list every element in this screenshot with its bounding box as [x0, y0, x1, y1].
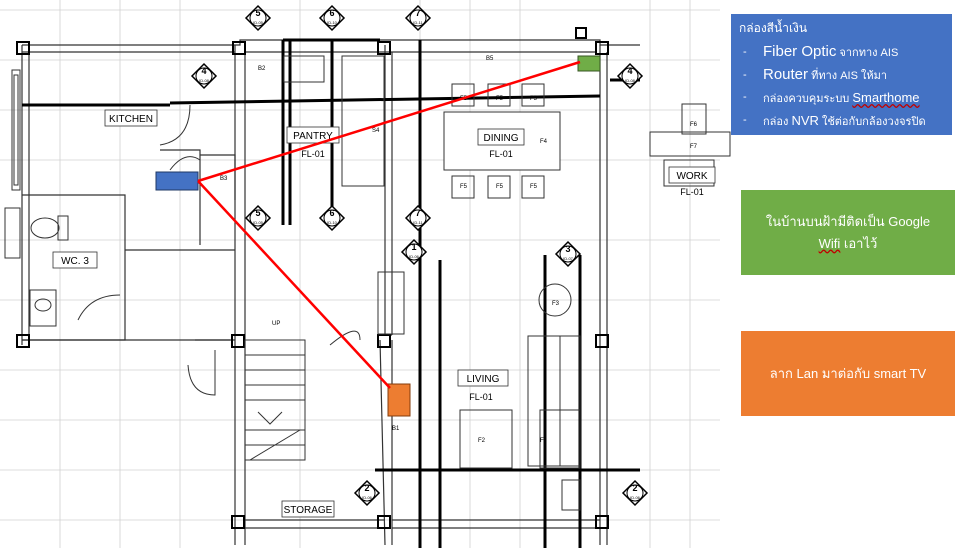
tag-up: UP	[272, 321, 280, 327]
marker-5-top: 5 ID-05	[244, 4, 272, 32]
kitchen-counter	[11, 55, 385, 191]
list-item: กล่อง NVR ใช้ต่อกับกล้องวงจรปิด	[739, 110, 944, 133]
svg-text:ID-06: ID-06	[409, 254, 420, 259]
orange-note-suffix: มาต่อกับ smart TV	[818, 366, 927, 381]
svg-text:ID-05: ID-05	[253, 220, 264, 225]
marker-7-top: 7 ID-11	[404, 4, 432, 32]
tag-b1: B1	[392, 426, 400, 432]
marker-4-right: 4 ID-08	[616, 62, 644, 90]
orange-note-prefix: ลาก	[769, 366, 797, 381]
svg-text:7: 7	[415, 8, 420, 18]
pantry-floor: FL-01	[301, 149, 325, 159]
blue-equipment-box	[155, 171, 199, 191]
wc-fixtures	[4, 207, 69, 327]
svg-text:2: 2	[632, 483, 637, 493]
marker-3: 3 ID-07	[554, 240, 582, 268]
storage-label: STORAGE	[284, 505, 333, 516]
living-floor: FL-01	[469, 392, 493, 402]
svg-text:ID-07: ID-07	[563, 256, 574, 261]
svg-text:ID-08: ID-08	[199, 78, 210, 83]
orange-tv-box	[387, 383, 411, 417]
tag-f4: F4	[540, 139, 548, 145]
marker-4-left: 4 ID-08	[190, 62, 218, 90]
work-label: WORK	[676, 171, 707, 182]
svg-text:ID-10: ID-10	[327, 220, 338, 225]
orange-note-lan: Lan	[796, 366, 819, 381]
room-labels: KITCHEN PANTRY FL-01 DINING FL-01 WORK F…	[52, 109, 716, 518]
kitchen-label: KITCHEN	[109, 114, 153, 125]
list-item: Fiber Optic จากทาง AIS	[739, 41, 944, 64]
svg-text:ID-08: ID-08	[625, 78, 636, 83]
marker-2-left: 2 ID-06	[353, 479, 381, 507]
svg-text:ID-10: ID-10	[327, 20, 338, 25]
marker-6-top: 6 ID-10	[318, 4, 346, 32]
tag-f6: F6	[690, 122, 698, 128]
pantry-label: PANTRY	[293, 131, 333, 142]
tag-f5f: F5	[530, 184, 538, 190]
tag-f5e: F5	[496, 184, 504, 190]
list-item: Router ที่ทาง AIS ให้มา	[739, 64, 944, 87]
work-floor: FL-01	[680, 187, 704, 197]
orange-box-note: ลาก Lan มาต่อกับ smart TV	[741, 331, 955, 416]
svg-text:5: 5	[255, 8, 260, 18]
section-markers: 5 ID-05 6 ID-10 7 ID-11 4 ID-08 4 ID-08	[190, 4, 649, 507]
marker-7-mid: 7 ID-11	[404, 204, 432, 232]
grid-lines	[0, 0, 720, 548]
green-note-line1: ในบ้านบนฝ้ามีติดเป็น Google	[765, 213, 931, 229]
dining-floor: FL-01	[489, 149, 513, 159]
svg-text:1: 1	[411, 242, 416, 252]
svg-text:ID-11: ID-11	[413, 220, 423, 225]
work-desk	[649, 103, 731, 187]
wc-label: WC. 3	[61, 256, 89, 267]
red-cable-lines	[197, 60, 581, 389]
blue-note-list: Fiber Optic จากทาง AIS Router ที่ทาง AIS…	[739, 41, 944, 133]
svg-text:7: 7	[415, 208, 420, 218]
tag-f: F	[540, 438, 544, 444]
dining-label: DINING	[484, 133, 519, 144]
svg-text:4: 4	[201, 66, 206, 76]
tag-f3: F3	[552, 301, 560, 307]
marker-5-mid: 5 ID-05	[244, 204, 272, 232]
tag-b3: B3	[220, 176, 228, 182]
living-furniture	[377, 271, 581, 511]
blue-note-title: กล่องสีน้ำเงิน	[739, 21, 808, 35]
green-note-line2-after: เอาไว้	[840, 235, 878, 251]
tag-f5c: F5	[530, 96, 538, 102]
doors	[77, 104, 361, 396]
list-item: กล่องควบคุมระบบ Smarthome	[739, 87, 944, 110]
stairs	[244, 339, 306, 461]
svg-text:ID-06: ID-06	[630, 495, 641, 500]
svg-text:ID-05: ID-05	[253, 20, 264, 25]
columns	[16, 27, 609, 529]
svg-text:ID-11: ID-11	[413, 20, 423, 25]
tag-s4: S4	[372, 128, 380, 134]
svg-text:6: 6	[329, 208, 334, 218]
tag-b2: B2	[258, 66, 266, 72]
tag-f5b: F5	[496, 96, 504, 102]
svg-text:3: 3	[565, 244, 570, 254]
svg-text:6: 6	[329, 8, 334, 18]
tag-f7: F7	[690, 144, 698, 150]
svg-text:4: 4	[627, 66, 632, 76]
green-wifi-box	[577, 55, 601, 72]
green-box-note: ในบ้านบนฝ้ามีติดเป็น Google Wifi เอาไว้	[741, 190, 955, 275]
blue-box-note: กล่องสีน้ำเงิน Fiber Optic จากทาง AIS Ro…	[731, 14, 952, 135]
marker-6-mid: 6 ID-10	[318, 204, 346, 232]
tag-f2: F2	[478, 438, 486, 444]
marker-2-right: 2 ID-06	[621, 479, 649, 507]
svg-text:ID-06: ID-06	[362, 495, 373, 500]
tag-f5d: F5	[460, 184, 468, 190]
living-label: LIVING	[467, 374, 500, 385]
section-lines	[22, 38, 640, 548]
svg-text:5: 5	[255, 208, 260, 218]
marker-1: 1 ID-06	[400, 238, 428, 266]
green-note-wifi: Wifi	[818, 235, 841, 251]
tag-b5: B5	[486, 56, 494, 62]
svg-text:2: 2	[364, 483, 369, 493]
